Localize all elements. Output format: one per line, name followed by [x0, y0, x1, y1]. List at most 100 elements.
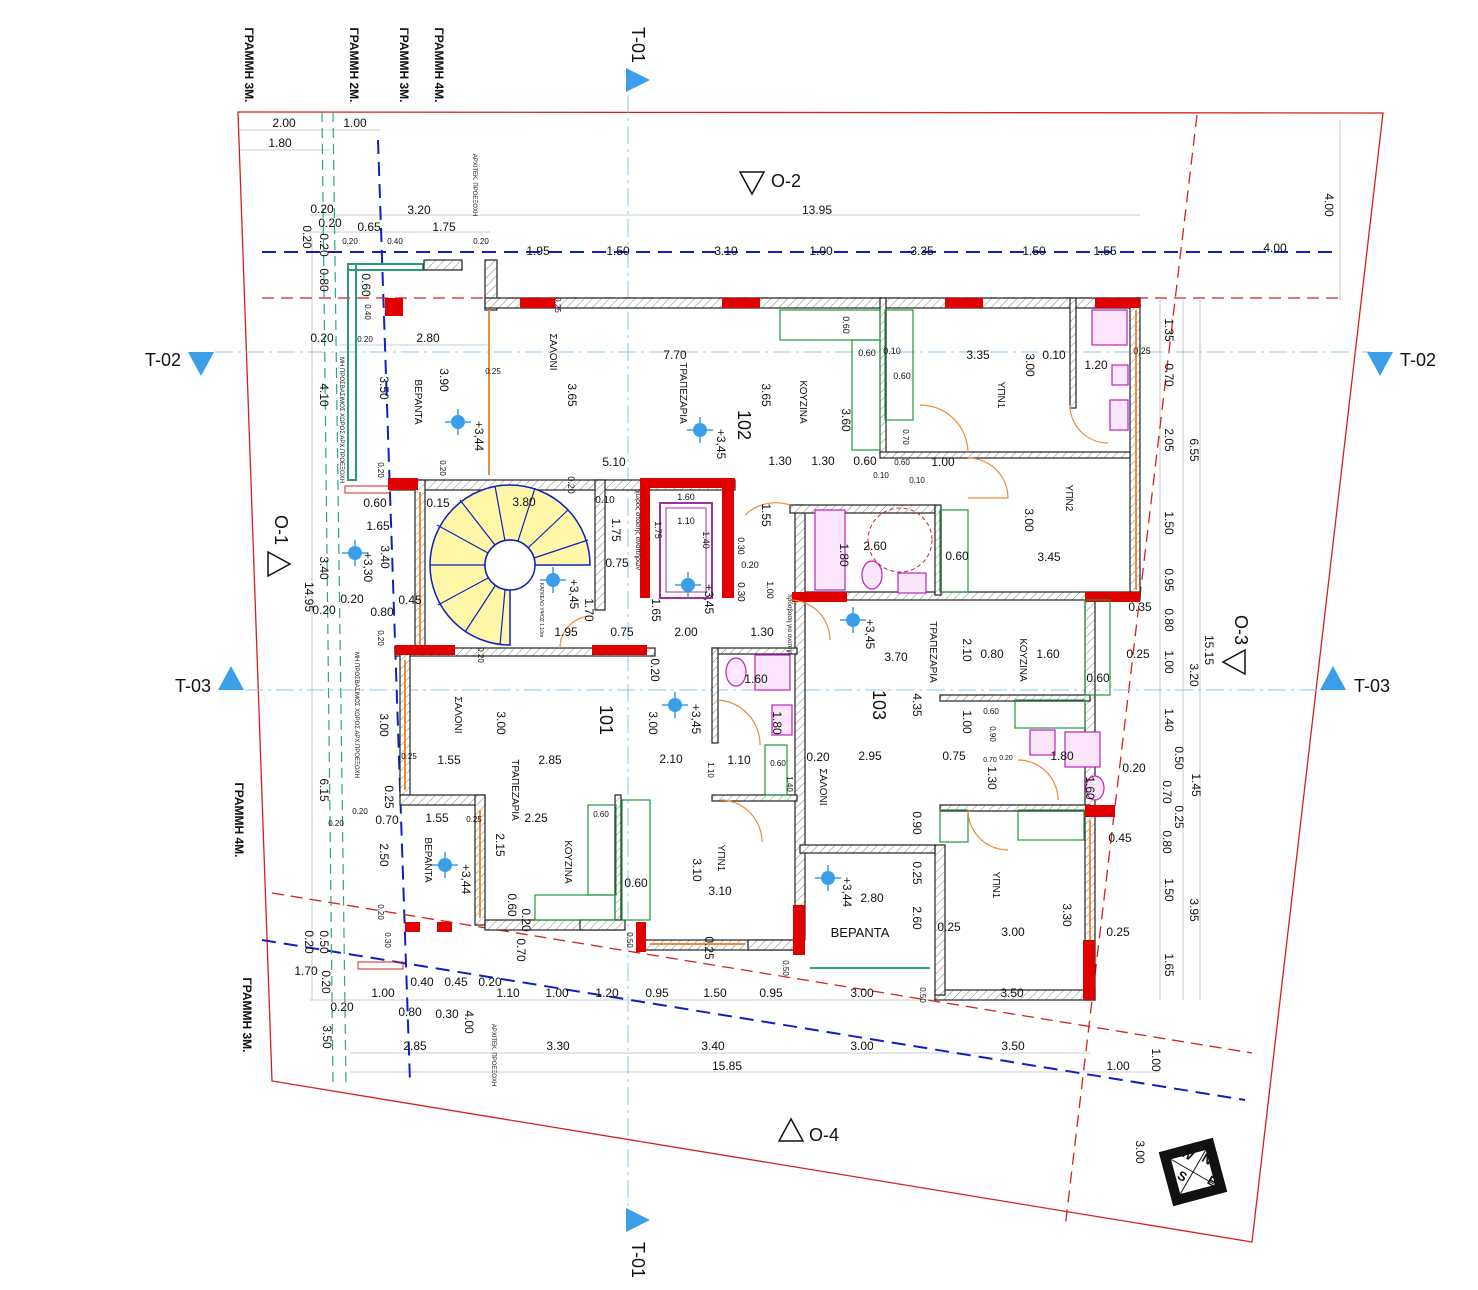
level-label: +3,44: [840, 877, 854, 908]
dimension-label: 2.60: [863, 539, 887, 553]
dimension-label: 1.55: [759, 503, 773, 527]
dimension-label: 1.95: [526, 244, 550, 258]
dimension-label: 4.00: [1263, 241, 1287, 255]
level-label: +3,44: [472, 421, 486, 452]
dimension-label: 0.70: [1160, 780, 1174, 804]
dimension-label: 3.30: [546, 1039, 570, 1053]
railings: [344, 485, 404, 970]
dimension-label: 0.40: [410, 975, 434, 989]
dimension-label: 0.25: [702, 936, 716, 960]
dimension-label: 1.70: [294, 964, 318, 978]
dimension-label: 0.25: [1172, 805, 1186, 829]
dimension-label: 0.80: [1162, 608, 1176, 632]
dimension-label: 0.10: [909, 476, 925, 485]
dimension-label: 3.20: [1187, 663, 1201, 687]
dimension-label: 1.60: [677, 492, 695, 502]
dimension-label: 3.65: [759, 383, 773, 407]
dimension-label: 1.60: [1036, 647, 1060, 661]
level-marker-icon: [662, 692, 688, 718]
dimension-label: 0.80: [398, 1005, 422, 1019]
axis-label-o3: O-3: [1231, 615, 1251, 645]
dimension-label: 2.85: [538, 753, 562, 767]
room-label: ΒΕΡΑΝΤΑ: [422, 837, 433, 883]
dimension-label: 0.90: [988, 726, 997, 742]
dimension-label: 0.20: [519, 908, 533, 932]
dimension-label: 0.45: [1108, 831, 1132, 845]
dimension-label: 1.55: [425, 811, 449, 825]
dimension-label: 0.60: [770, 759, 786, 768]
dimension-label: 2.10: [960, 638, 974, 662]
building-line-label: ΓΡΑΜΜΗ 2Μ.: [347, 28, 361, 103]
dimension-label: 0.25: [1133, 346, 1151, 356]
dimension-label: 3.00: [850, 1039, 874, 1053]
dimension-label: 1.00: [1106, 1059, 1130, 1073]
level-label: +3,45: [702, 584, 716, 615]
room-label: ΥΠΝ2: [1063, 485, 1074, 512]
section-marker-t03-right: [1320, 666, 1346, 690]
room-label: ΥΠΝ1: [990, 872, 1001, 899]
note-label: χώρος στάσης αναπήρων: [634, 490, 642, 570]
structural-columns: [385, 298, 1140, 1000]
room-label: ΒΕΡΑΝΤΑ: [831, 925, 890, 940]
section-marker-t03-left: [218, 666, 244, 690]
dimension-label: 0.35: [1128, 600, 1152, 614]
dimension-label: 0.60: [893, 371, 911, 381]
dimension-label: 3.00: [1133, 1140, 1147, 1164]
dimension-label: 0.10: [873, 471, 889, 480]
dimension-label: 1.40: [1162, 708, 1176, 732]
dimension-label: 1.80: [268, 136, 292, 150]
dimension-label: 0.80: [1160, 830, 1174, 854]
dimension-label: 1.75: [609, 518, 623, 542]
dimension-label: 0.20: [741, 560, 759, 570]
dimension-label: 1.10: [677, 516, 695, 526]
dimension-label: 3.50: [1001, 1039, 1025, 1053]
section-marker-t02-right: [1367, 352, 1393, 376]
dimension-label: 1.60: [1083, 776, 1097, 800]
dimension-label: 2.60: [910, 906, 924, 930]
dimension-label: 0.20: [999, 755, 1013, 762]
room-label: ΒΕΡΑΝΤΑ: [412, 379, 423, 425]
room-label: ΣΑΛΟΝΙ: [547, 333, 558, 370]
dimension-label: 2.10: [659, 752, 683, 766]
dimension-label: 2.25: [524, 811, 548, 825]
dimension-label: 1.10: [496, 986, 520, 1000]
dimension-label: 3.00: [850, 986, 874, 1000]
level-marker-icon: [432, 852, 458, 878]
note-label: ΑΡΧΙΤΕΚ. ΠΡΟΕΞΟΧΗ: [471, 154, 477, 217]
dimension-label: 1.00: [545, 986, 569, 1000]
dimension-label: 15.85: [712, 1059, 742, 1073]
dimension-label: 0.20: [340, 592, 364, 606]
dimension-label: 0.20: [319, 970, 333, 994]
dimension-label: 3.30: [1060, 903, 1074, 927]
room-label: ΚΟΥΖΙΝΑ: [1017, 638, 1028, 682]
dimension-label: 1.20: [1084, 358, 1108, 372]
room-label: ΚΟΥΖΙΝΑ: [797, 380, 808, 424]
dimension-lines: [240, 120, 1341, 1073]
note-label: ΜΗ ΠΡΟΣΒΑΣΙΜΟΣ ΧΩΡΟΣ ΑΡΧ.ΠΡΟΕΞΟΧΗ: [338, 357, 344, 483]
dimension-label: 1.55: [1093, 244, 1117, 258]
dimension-label: 3.40: [378, 545, 392, 569]
axis-label-o4: O-4: [809, 1125, 839, 1145]
dimension-label: 0.25: [466, 815, 482, 824]
dimension-label: 1.60: [744, 672, 768, 686]
dimension-label: 0.20: [310, 331, 334, 345]
level-marker-icon: [540, 567, 566, 593]
dimension-label: 0.70: [1162, 363, 1176, 387]
dimension-label: 3.80: [512, 495, 536, 509]
dimension-label: 1.00: [1162, 650, 1176, 674]
level-label: +3,45: [689, 704, 703, 735]
dimension-label: 1.30: [811, 454, 835, 468]
dimension-label: 1.30: [768, 454, 792, 468]
dimension-label: 0.75: [610, 625, 634, 639]
dimension-label: 0.30: [383, 932, 392, 948]
note-label: ΚΑΓΚΕΛΟ ΥΨΟΣ 1.10m: [538, 583, 544, 637]
dimension-label: 6.55: [1187, 438, 1201, 462]
dimension-label: 0.50: [1172, 746, 1186, 770]
dimension-label: 0.25: [401, 752, 417, 761]
dimension-label: 0.75: [605, 556, 629, 570]
dimension-label: 0.60: [841, 316, 851, 334]
dimension-label: 0.40: [363, 304, 372, 320]
room-label: ΣΑΛΟΝΙ: [452, 696, 463, 733]
dimension-label: 0.20: [566, 476, 576, 494]
